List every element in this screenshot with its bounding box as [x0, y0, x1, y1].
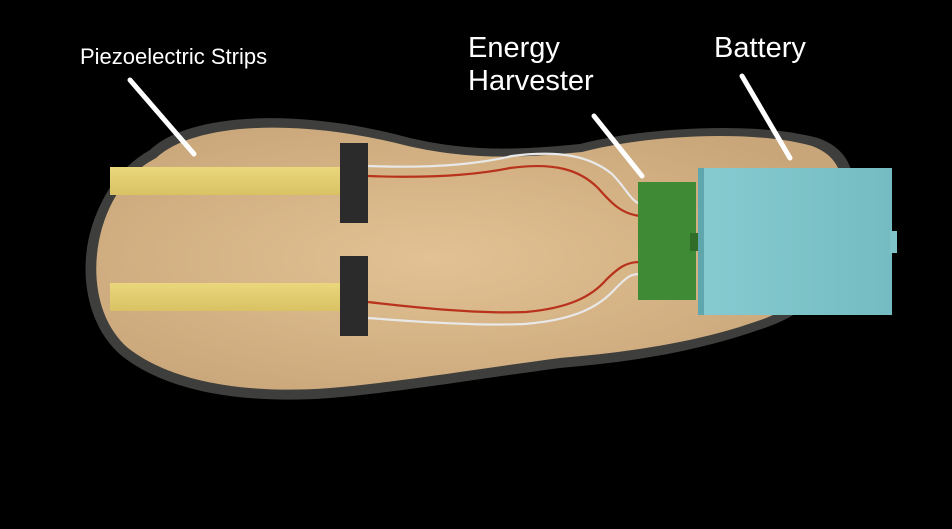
- wire-red-top: [367, 164, 641, 218]
- label-battery: Battery: [714, 32, 806, 64]
- leader-line-piezo: [127, 77, 197, 157]
- battery-edge: [698, 168, 704, 315]
- harvester-notch: [690, 233, 700, 251]
- leader-line-battery: [739, 73, 793, 161]
- piezo-strip-bottom: [110, 283, 342, 311]
- wire-red-bottom: [367, 260, 641, 314]
- wire-white-bottom: [367, 272, 641, 326]
- energy-harvester: [638, 182, 696, 300]
- label-energy-harvester-line1: Energy: [468, 32, 560, 64]
- piezo-strip-top: [110, 167, 342, 195]
- label-energy-harvester: Energy Harvester: [468, 32, 594, 99]
- connector-top: [340, 143, 368, 223]
- connector-bottom: [340, 256, 368, 336]
- leader-line-harvester: [591, 113, 645, 179]
- battery-terminal: [890, 231, 897, 253]
- wire-white-top: [367, 152, 641, 206]
- label-piezoelectric-strips: Piezoelectric Strips: [80, 44, 268, 69]
- battery: [698, 168, 892, 315]
- label-energy-harvester-line2: Harvester: [468, 65, 594, 98]
